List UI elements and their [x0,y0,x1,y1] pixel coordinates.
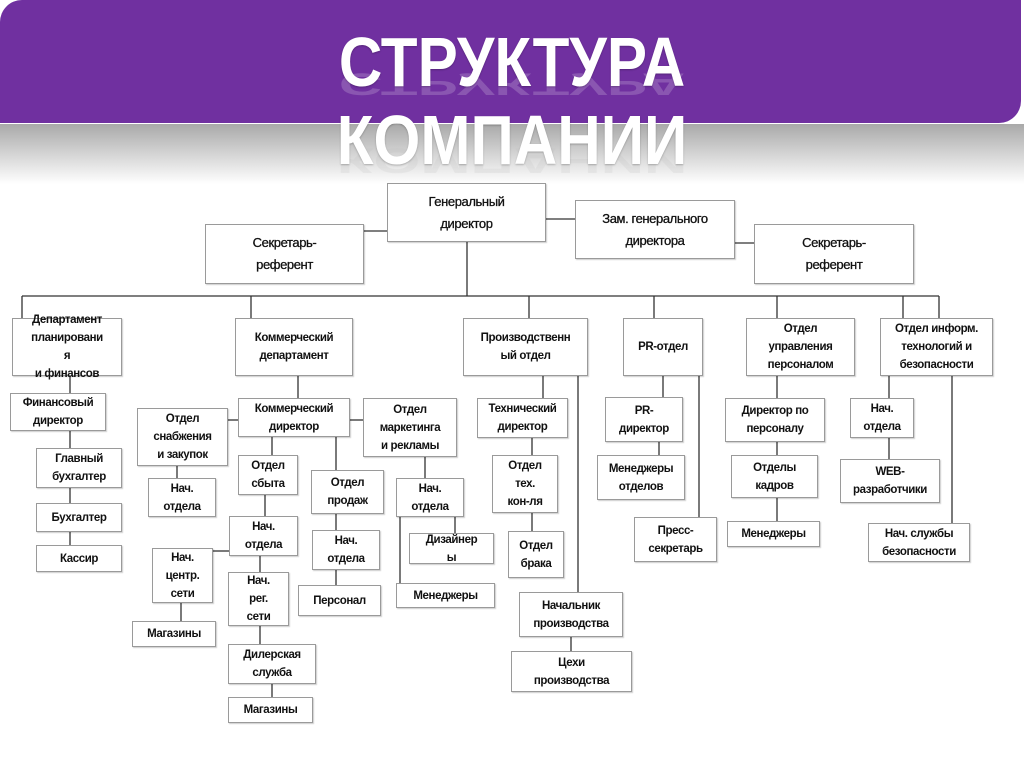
org-node-dep-commercial: Коммерческий департамент [235,318,353,376]
org-node-security-head: Нач. службы безопасности [868,523,970,562]
org-node-gen-director: Генеральный директор [387,183,546,242]
org-node-hr-director: Директор по персоналу [725,398,825,442]
org-node-pr-director: PR- директор [605,397,683,442]
org-node-hr-offices: Отделы кадров [731,455,818,498]
org-node-defects-dept: Отдел брака [508,531,564,578]
org-node-technical-director: Технический директор [477,398,568,438]
org-node-press-secretary: Пресс- секретарь [634,517,717,562]
org-node-production-dept: Производственн ый отдел [463,318,588,376]
org-node-dept-managers: Менеджеры отделов [597,455,685,500]
page-title-line2: КОМПАНИИ [336,101,688,179]
org-node-supply-dept: Отдел снабжения и закупок [137,408,228,466]
org-node-sales-staff: Персонал [298,585,381,616]
org-node-designers: Дизайнер ы [409,533,494,564]
org-node-fin-director: Финансовый директор [10,393,106,431]
title-banner [0,0,1021,123]
org-node-marketing-head: Нач. отдела [396,478,464,517]
org-node-regional-network-head: Нач. рег. сети [228,572,289,626]
org-node-production-head: Начальник производства [519,592,623,637]
org-node-deputy-gen-director: Зам. генерального директора [575,200,735,259]
org-node-secretary-right: Секретарь- референт [754,224,914,284]
org-node-marketing-managers: Менеджеры [396,583,495,608]
org-node-central-shops: Магазины [132,621,216,647]
org-node-cashier: Кассир [36,545,122,572]
org-node-hr-managers: Менеджеры [727,521,820,547]
org-node-workshops: Цехи производства [511,651,632,692]
org-node-distribution-head: Нач. отдела [229,516,298,556]
org-node-dealer-service: Дилерская служба [228,644,316,684]
org-node-pr-dept: PR-отдел [623,318,703,376]
org-node-distribution-dept: Отдел сбыта [238,455,298,495]
banner-reflection [0,124,1024,184]
org-node-hr-dept: Отдел управления персоналом [746,318,855,376]
org-node-regional-shops: Магазины [228,697,313,723]
org-node-web-developers: WEB- разработчики [840,459,940,503]
org-node-chief-accountant: Главный бухгалтер [36,448,122,488]
page-title-line1: СТРУКТУРА [338,23,686,101]
org-node-sales-head: Нач. отдела [312,530,380,570]
org-node-central-network-head: Нач. центр. сети [152,548,213,603]
org-node-secretary-left: Секретарь- референт [205,224,364,284]
org-node-it-head: Нач. отдела [850,398,914,438]
org-node-tech-control-dept: Отдел тех. кон-ля [492,455,558,513]
org-node-supply-head: Нач. отдела [148,478,216,517]
org-node-it-dept: Отдел информ. технологий и безопасности [880,318,993,376]
org-node-commercial-director: Коммерческий директор [238,398,350,437]
org-node-marketing-dept: Отдел маркетинга и рекламы [363,398,457,457]
org-node-sales-dept: Отдел продаж [311,470,384,514]
org-node-dep-planning: Департамент планировани я и финансов [12,314,122,380]
org-node-accountant: Бухгалтер [36,503,122,532]
